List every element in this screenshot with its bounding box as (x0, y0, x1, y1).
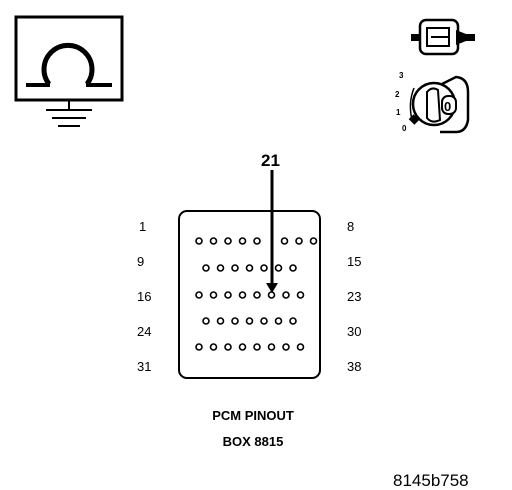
pin-14 (274, 264, 283, 272)
pin-25 (216, 317, 225, 325)
pin-35 (253, 343, 261, 351)
pin-12 (245, 264, 254, 272)
pin-18 (224, 291, 232, 299)
key-position-2: 2 (395, 90, 400, 99)
row-label-left-1: 1 (139, 219, 146, 234)
key-position-1: 1 (396, 108, 401, 117)
row-labels-right: 8 15 23 30 38 (347, 219, 361, 374)
pin-27 (245, 317, 254, 325)
caption-title: PCM PINOUT (212, 408, 294, 423)
pin-36 (267, 343, 276, 351)
caption-subtitle: BOX 8815 (223, 434, 284, 449)
pin-19 (238, 291, 247, 299)
ohmmeter-symbol-icon (14, 15, 124, 127)
pin-13 (260, 264, 268, 272)
pointer-pin-label: 21 (261, 151, 280, 170)
pin-6 (280, 237, 289, 245)
row-label-right-5: 38 (347, 359, 361, 374)
pin-37 (282, 343, 290, 351)
pin-26 (231, 317, 239, 325)
pin-22 (282, 291, 290, 299)
key-position-3: 3 (399, 71, 404, 80)
row-label-right-4: 30 (347, 324, 361, 339)
row-label-left-2: 9 (137, 254, 144, 269)
row-label-right-3: 23 (347, 289, 361, 304)
row-labels-left: 1 9 16 24 31 (137, 219, 151, 374)
pin-10 (216, 264, 225, 272)
row-label-right-1: 8 (347, 219, 354, 234)
pin-32 (209, 343, 218, 351)
pin-31 (195, 343, 203, 351)
pin-16 (195, 291, 203, 299)
ignition-key-icon: 3 2 1 0 0 (395, 71, 470, 134)
pin-33 (224, 343, 232, 351)
connector-plug-icon (411, 18, 475, 56)
pin-28 (260, 317, 268, 325)
pin-4 (238, 237, 247, 245)
pin-29 (274, 317, 283, 325)
row-label-left-3: 16 (137, 289, 151, 304)
pin-11 (231, 264, 239, 272)
key-label: 0 (444, 99, 451, 114)
pin-5 (253, 237, 261, 245)
pin-9 (202, 264, 210, 272)
key-position-0: 0 (402, 124, 407, 133)
pin-34 (238, 343, 247, 351)
pin-38 (296, 343, 305, 351)
pin-24 (202, 317, 210, 325)
row-label-left-4: 24 (137, 324, 151, 339)
row-label-right-2: 15 (347, 254, 361, 269)
pin-3 (224, 237, 232, 245)
pin-1 (195, 237, 203, 245)
row-label-left-5: 31 (137, 359, 151, 374)
pin-30 (289, 317, 297, 325)
pin-23 (296, 291, 305, 299)
pointer-arrow (266, 170, 278, 293)
pin-8 (309, 237, 318, 245)
connector-body (178, 210, 321, 379)
pin-7 (295, 237, 303, 245)
figure-id: 8145b758 (393, 471, 469, 490)
pin-17 (209, 291, 218, 299)
connector-pins (195, 237, 318, 351)
pin-21 (267, 291, 276, 299)
pin-20 (253, 291, 261, 299)
pin-15 (289, 264, 297, 272)
pin-2 (209, 237, 218, 245)
